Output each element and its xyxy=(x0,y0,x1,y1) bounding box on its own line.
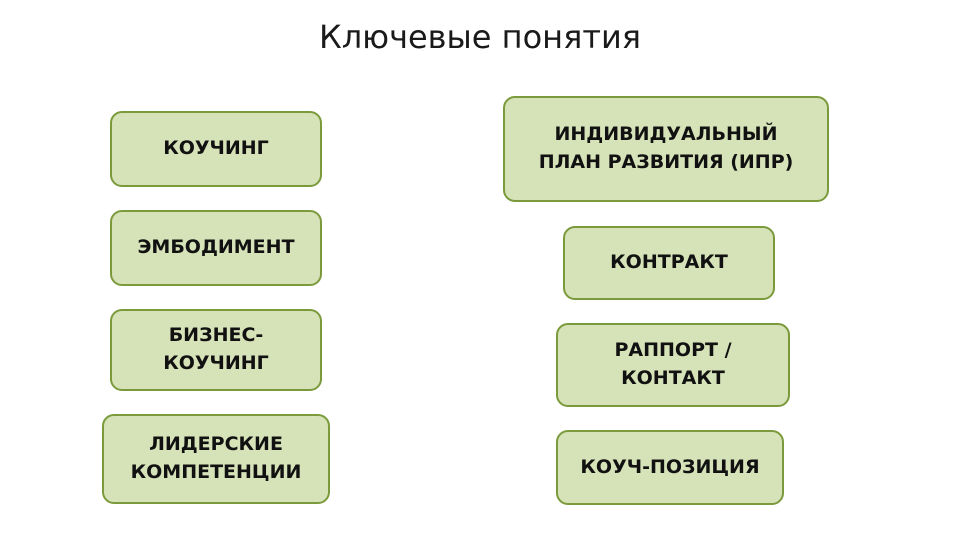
concept-box-leadership-competencies: ЛИДЕРСКИЕ КОМПЕТЕНЦИИ xyxy=(102,414,330,504)
concept-box-coach-position: КОУЧ-ПОЗИЦИЯ xyxy=(556,430,784,505)
concept-box-business-coaching: БИЗНЕС- КОУЧИНГ xyxy=(110,309,322,391)
concept-box-rapport-contact: РАППОРТ / КОНТАКТ xyxy=(556,323,790,407)
concept-box-embodiment: ЭМБОДИМЕНТ xyxy=(110,210,322,286)
slide-title: Ключевые понятия xyxy=(318,18,642,56)
concept-box-contract: КОНТРАКТ xyxy=(563,226,775,300)
concept-box-coaching: КОУЧИНГ xyxy=(110,111,322,187)
concept-box-individual-development-plan: ИНДИВИДУАЛЬНЫЙ ПЛАН РАЗВИТИЯ (ИПР) xyxy=(503,96,829,202)
